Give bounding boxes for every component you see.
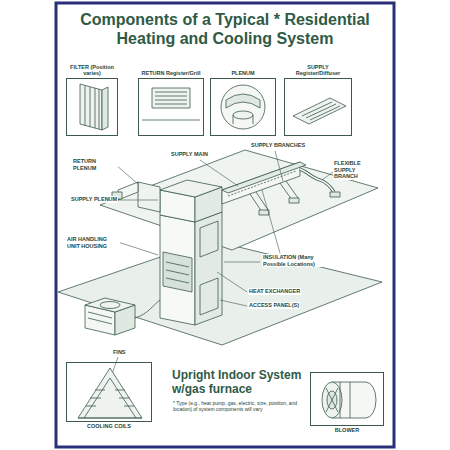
- footnote: * Type (e.g., heat pump, gas, electric, …: [172, 400, 304, 412]
- return-grill-sketch: [142, 88, 200, 120]
- part-label: SUPPLY PLENUM: [70, 196, 118, 203]
- part-label: SUPPLY BRANCHES: [250, 142, 306, 149]
- part-name: BLOWER: [312, 427, 382, 434]
- part-label: INSULATION (Many Possible Locations): [262, 254, 330, 267]
- inset-heading: RETURN Register/Grill: [140, 70, 202, 77]
- page-frame: [56, 3, 394, 447]
- furnace: [160, 212, 222, 325]
- part-label: AIR HANDLING UNIT HOUSING: [66, 236, 120, 249]
- part-label: FINS: [112, 349, 127, 356]
- detail-inset: RETURN Register/Grill: [138, 78, 204, 136]
- blower-sketch: [322, 382, 376, 418]
- plenum-sketch: [221, 85, 265, 129]
- condenser-unit: [85, 298, 160, 335]
- cooling-coil-sketch: [78, 368, 142, 418]
- inset-heading: PLENUM: [212, 70, 274, 77]
- supply-diffuser-sketch: [293, 98, 346, 124]
- detail-inset: SUPPLY Register/Diffuser: [284, 78, 352, 136]
- supply-main: [222, 162, 340, 215]
- return-duct: [112, 182, 160, 212]
- part-label: HEAT EXCHANGER: [248, 288, 301, 295]
- caption: Upright Indoor System w/gas furnace: [172, 368, 322, 397]
- part-name: SUPPLY Register/Diffuser: [286, 64, 350, 77]
- part-name: FILTER (Position varies): [68, 64, 116, 77]
- inset-heading: BLOWER: [312, 427, 382, 434]
- part-name: RETURN Register/Grill: [140, 70, 202, 77]
- inset-heading: FILTER (Position varies): [68, 64, 116, 77]
- detail-inset: COOLING COILS: [66, 362, 152, 422]
- title: Components of a Typical * Residential He…: [65, 10, 385, 48]
- part-label: SUPPLY MAIN: [170, 151, 209, 158]
- leader-lines: [112, 151, 333, 374]
- detail-inset: BLOWER: [310, 372, 384, 426]
- part-name: PLENUM: [212, 70, 274, 77]
- part-name: COOLING COILS: [68, 423, 150, 430]
- part-label: ACCESS PANEL(S): [248, 302, 300, 309]
- detail-inset: FILTER (Position varies): [66, 78, 118, 136]
- detail-inset: PLENUM: [210, 78, 276, 136]
- filter-sketch: [80, 84, 108, 130]
- part-label: RETURN PLENUM: [72, 158, 118, 171]
- inset-heading: SUPPLY Register/Diffuser: [286, 64, 350, 77]
- inset-heading: COOLING COILS: [68, 423, 150, 430]
- part-label: FLEXIBLE SUPPLY BRANCH: [333, 160, 381, 180]
- supply-plenum: [160, 180, 222, 222]
